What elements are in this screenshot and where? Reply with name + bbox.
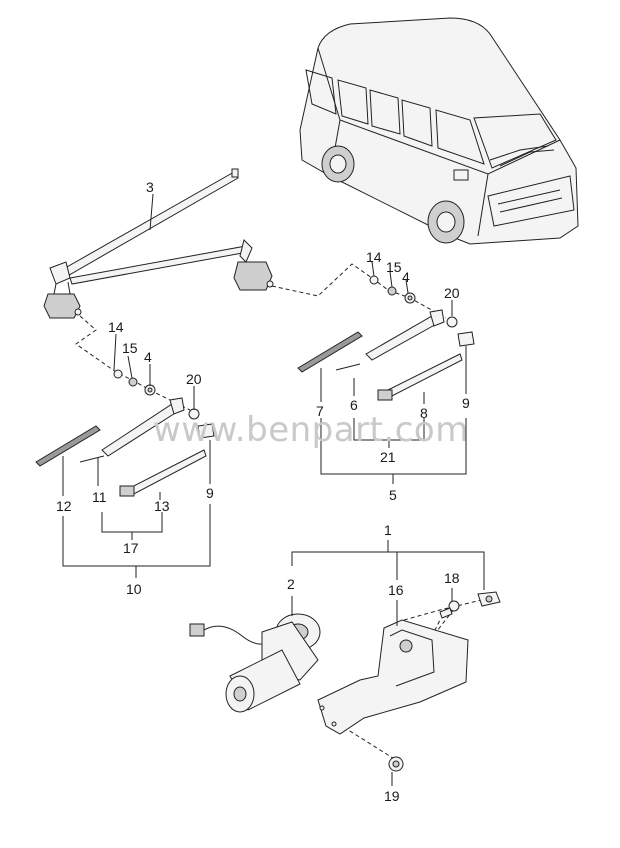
- callout-12: 12: [56, 498, 72, 514]
- callout-7: 7: [316, 403, 324, 419]
- left-wiper-set: [35, 397, 215, 497]
- callout-16: 16: [388, 582, 404, 598]
- callout-20-left: 20: [186, 371, 202, 387]
- callout-4-left: 4: [144, 349, 152, 365]
- callout-10: 10: [126, 581, 142, 597]
- left-hardware: [113, 369, 200, 420]
- callout-15-right: 15: [386, 259, 402, 275]
- callout-4-right: 4: [402, 269, 410, 285]
- callout-20-right: 20: [444, 285, 460, 301]
- callout-8: 8: [420, 405, 428, 421]
- callout-14-left: 14: [108, 319, 124, 335]
- leader-lines: [62, 193, 485, 786]
- callout-17: 17: [123, 540, 139, 556]
- van-illustration: [299, 17, 579, 245]
- callout-5: 5: [389, 487, 397, 503]
- watermark-text: www.benpart.com: [153, 410, 469, 450]
- callout-14-right: 14: [366, 249, 382, 265]
- callout-1: 1: [384, 522, 392, 538]
- callout-6: 6: [350, 397, 358, 413]
- callout-19: 19: [384, 788, 400, 804]
- callout-3: 3: [146, 179, 154, 195]
- wiper-motor: [189, 613, 321, 713]
- right-wiper-set: [297, 309, 475, 401]
- callout-11: 11: [92, 489, 107, 505]
- callout-15-left: 15: [122, 340, 138, 356]
- motor-bracket: [317, 591, 501, 772]
- callout-2: 2: [287, 576, 295, 592]
- callout-13: 13: [154, 498, 170, 514]
- wiper-linkage-assembly: [43, 168, 274, 319]
- callout-18: 18: [444, 570, 460, 586]
- callout-9-left: 9: [206, 485, 214, 501]
- callout-9-right: 9: [462, 395, 470, 411]
- callout-21: 21: [380, 449, 396, 465]
- callout-labels: 3 14 15 4 20 14 15 4 20 7 6 8 9 21 5 12 …: [56, 179, 470, 804]
- right-hardware: [369, 275, 458, 328]
